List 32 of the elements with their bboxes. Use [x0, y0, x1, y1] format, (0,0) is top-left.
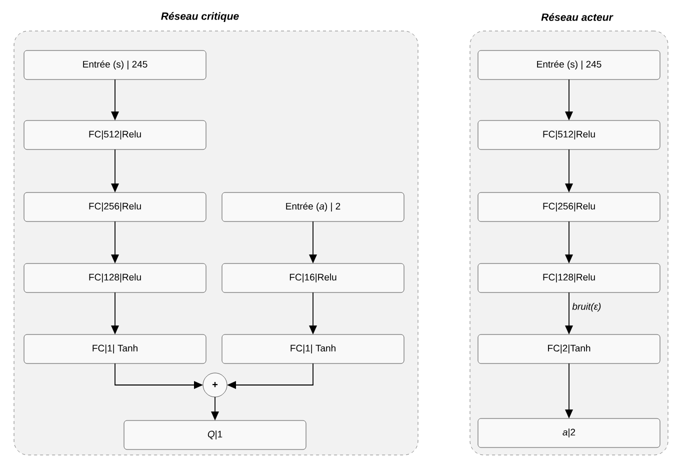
arrow: [227, 363, 314, 389]
layer-box: FC|2|Tanh: [478, 334, 660, 364]
layer-box: FC|512|Relu: [478, 120, 660, 150]
layer-box: FC|16|Relu: [222, 263, 404, 293]
arrow: [111, 149, 119, 192]
edge-label: bruit(ε): [571, 302, 602, 313]
layer-box: Entrée (s) | 245: [478, 50, 660, 80]
arrow: [111, 79, 119, 120]
layer-box: FC|128|Relu: [24, 263, 206, 293]
node-label: Réseau acteur: [541, 13, 614, 21]
layer-box: Entrée (a) | 2: [222, 192, 404, 222]
layer-box: FC|128|Relu: [478, 263, 660, 293]
arrow: [565, 149, 573, 192]
layer-box: FC|1| Tanh: [222, 334, 404, 364]
layer-box: Q|1: [124, 420, 306, 450]
arrow: [309, 292, 317, 334]
arrow: [565, 79, 573, 120]
arrow: [565, 292, 573, 334]
arrow: [565, 363, 573, 418]
layer-box: a|2: [478, 418, 660, 448]
layer-box: FC|256|Relu: [478, 192, 660, 222]
arrow: [111, 292, 119, 334]
arrow: [114, 363, 203, 389]
arrow: [211, 396, 219, 420]
layer-box: FC|512|Relu: [24, 120, 206, 150]
layer-box: FC|256|Relu: [24, 192, 206, 222]
arrow: [565, 221, 573, 264]
node-label: Réseau critique: [161, 12, 239, 22]
arrow: [111, 221, 119, 264]
layer-box: FC|1| Tanh: [24, 334, 206, 364]
arrow: [309, 221, 317, 264]
layer-box: Entrée (s) | 245: [24, 50, 206, 80]
